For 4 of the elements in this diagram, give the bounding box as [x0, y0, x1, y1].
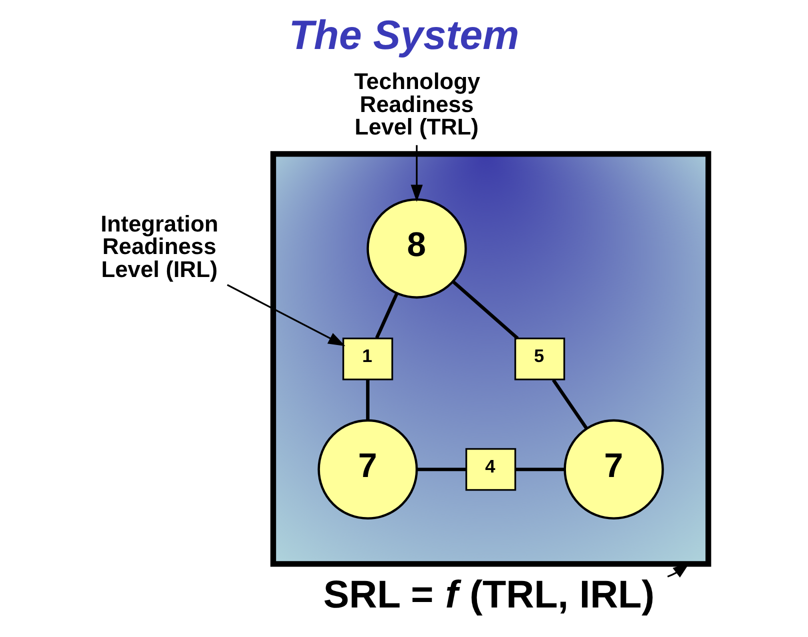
diagram-title: The System	[288, 12, 519, 58]
node-text: Integration Readiness Level (IRL)	[100, 210, 218, 282]
node-text: Technology Readiness Level (TRL)	[354, 68, 480, 140]
node-text: SRL = f (TRL, IRL)	[322, 573, 654, 616]
